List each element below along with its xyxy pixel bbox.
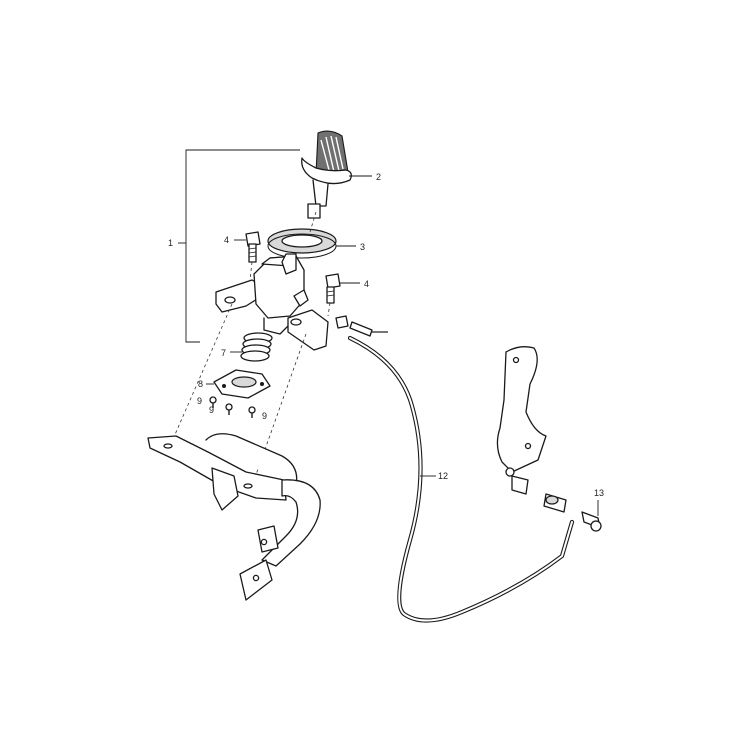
spring-part (230, 332, 273, 362)
callout-3: 3 (360, 242, 365, 252)
callout-13: 13 (594, 488, 604, 498)
cable-bracket (496, 346, 567, 513)
cable-part (335, 315, 575, 623)
callout-8: 8 (198, 379, 203, 389)
callout-7: 7 (221, 348, 226, 358)
group-bracket (185, 149, 300, 343)
bolt-right (325, 273, 360, 304)
callout-9c: 9 (262, 411, 267, 421)
ignition-switch-body (215, 253, 329, 351)
callout-1: 1 (168, 238, 173, 248)
callout-4b: 4 (364, 279, 369, 289)
callout-9b: 9 (209, 405, 214, 415)
screw-13-part (581, 500, 602, 532)
callout-12: 12 (438, 471, 448, 481)
mounting-plate-part (206, 369, 271, 399)
callout-4a: 4 (224, 235, 229, 245)
bolt-left (234, 231, 261, 263)
knob-part (301, 130, 372, 219)
seal-ring-part (267, 228, 356, 259)
callout-9a: 9 (197, 396, 202, 406)
callout-2: 2 (376, 172, 381, 182)
screw-part (209, 396, 256, 418)
lower-bracket (147, 433, 321, 601)
